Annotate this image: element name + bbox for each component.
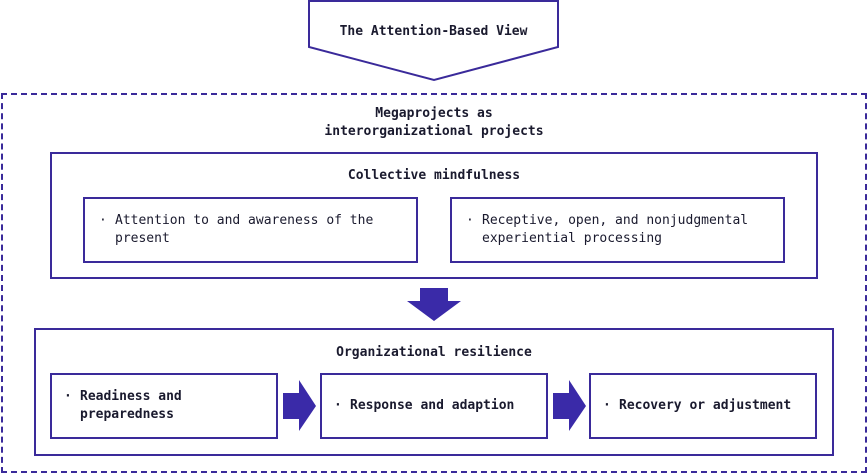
mindfulness-item-receptive: · Receptive, open, and nonjudgmental exp…	[450, 197, 785, 263]
resilience-item-recovery: · Recovery or adjustment	[589, 373, 817, 439]
mindfulness-item-line: Attention to and awareness of the	[115, 213, 374, 228]
mindfulness-item-line: present	[115, 231, 170, 246]
resilience-item-line: Readiness and	[80, 389, 182, 404]
bullet-icon: ·	[64, 389, 72, 404]
header-pentagon-shape	[308, 0, 559, 82]
resilience-item-readiness: · Readiness and preparedness	[50, 373, 278, 439]
mindfulness-item-line: Receptive, open, and nonjudgmental	[482, 213, 749, 228]
resilience-item-line: Response and adaption	[350, 398, 515, 413]
resilience-title: Organizational resilience	[336, 345, 532, 360]
outer-title-line2: interorganizational projects	[324, 124, 544, 139]
resilience-item-line: Recovery or adjustment	[619, 398, 792, 413]
outer-title-line1: Megaprojects as	[375, 106, 493, 121]
right-arrow-icon	[283, 380, 316, 431]
resilience-item-line: preparedness	[80, 407, 174, 422]
bullet-icon: ·	[466, 213, 474, 228]
bullet-icon: ·	[603, 398, 611, 413]
resilience-item-response: · Response and adaption	[320, 373, 548, 439]
bullet-icon: ·	[99, 213, 107, 228]
right-arrow-icon	[553, 380, 586, 431]
down-arrow-icon	[407, 288, 461, 321]
header-title: The Attention-Based View	[339, 24, 528, 39]
outer-dashed-frame	[1, 93, 867, 473]
bullet-icon: ·	[334, 398, 342, 413]
mindfulness-item-line: experiential processing	[482, 231, 663, 246]
mindfulness-item-attention: · Attention to and awareness of the pres…	[83, 197, 418, 263]
outer-title: Megaprojects as interorganizational proj…	[1, 105, 867, 141]
mindfulness-title: Collective mindfulness	[347, 168, 521, 183]
